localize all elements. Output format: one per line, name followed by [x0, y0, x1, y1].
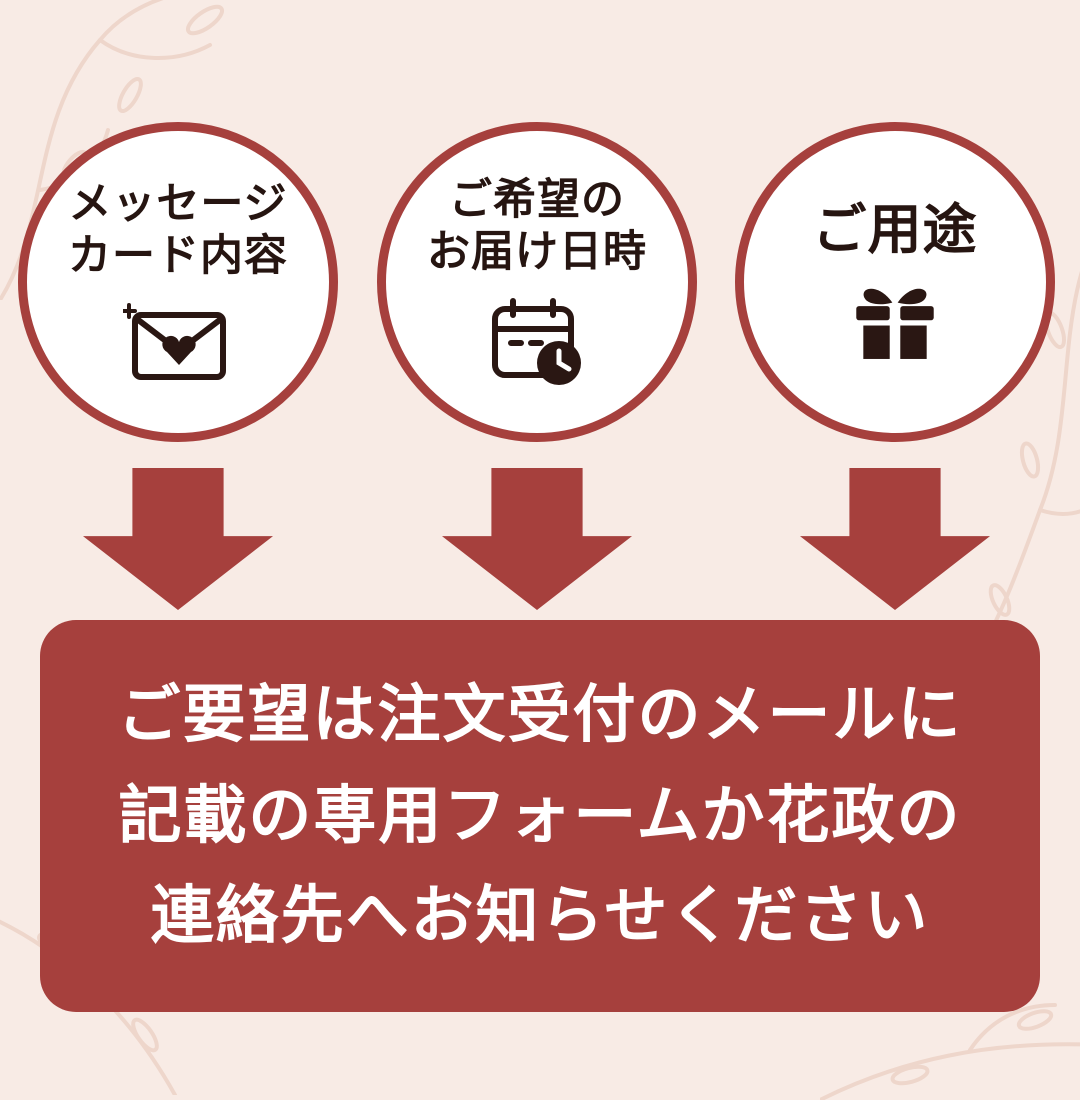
- notice-line-3: 連絡先へお知らせください: [150, 879, 930, 953]
- circle-delivery-datetime: ご希望の お届け日時: [377, 122, 697, 442]
- notice-box: ご要望は注文受付のメールに 記載の専用フォームか花政の 連絡先へお知らせください: [40, 620, 1040, 1012]
- circle-delivery-datetime-label-line2: お届け日時: [427, 227, 647, 277]
- notice-line-1: ご要望は注文受付のメールに: [117, 677, 963, 751]
- circle-message-card-label-line1: メッセージ: [68, 179, 288, 230]
- down-arrow-message-card: [83, 468, 273, 610]
- gift-icon: [851, 278, 939, 366]
- down-arrow-delivery-datetime: [442, 468, 632, 610]
- down-arrow-occasion: [800, 468, 990, 610]
- circle-occasion: ご用途: [735, 122, 1055, 442]
- circle-message-card-label-line2: カード内容: [68, 231, 288, 281]
- envelope-heart-icon: [121, 299, 233, 385]
- circle-occasion-label: ご用途: [812, 197, 978, 261]
- circle-delivery-datetime-label-line1: ご希望の: [449, 175, 625, 226]
- notice-line-2: 記載の専用フォームか花政の: [118, 778, 962, 852]
- circle-message-card: メッセージ カード内容: [18, 122, 338, 442]
- calendar-clock-icon: [487, 295, 587, 389]
